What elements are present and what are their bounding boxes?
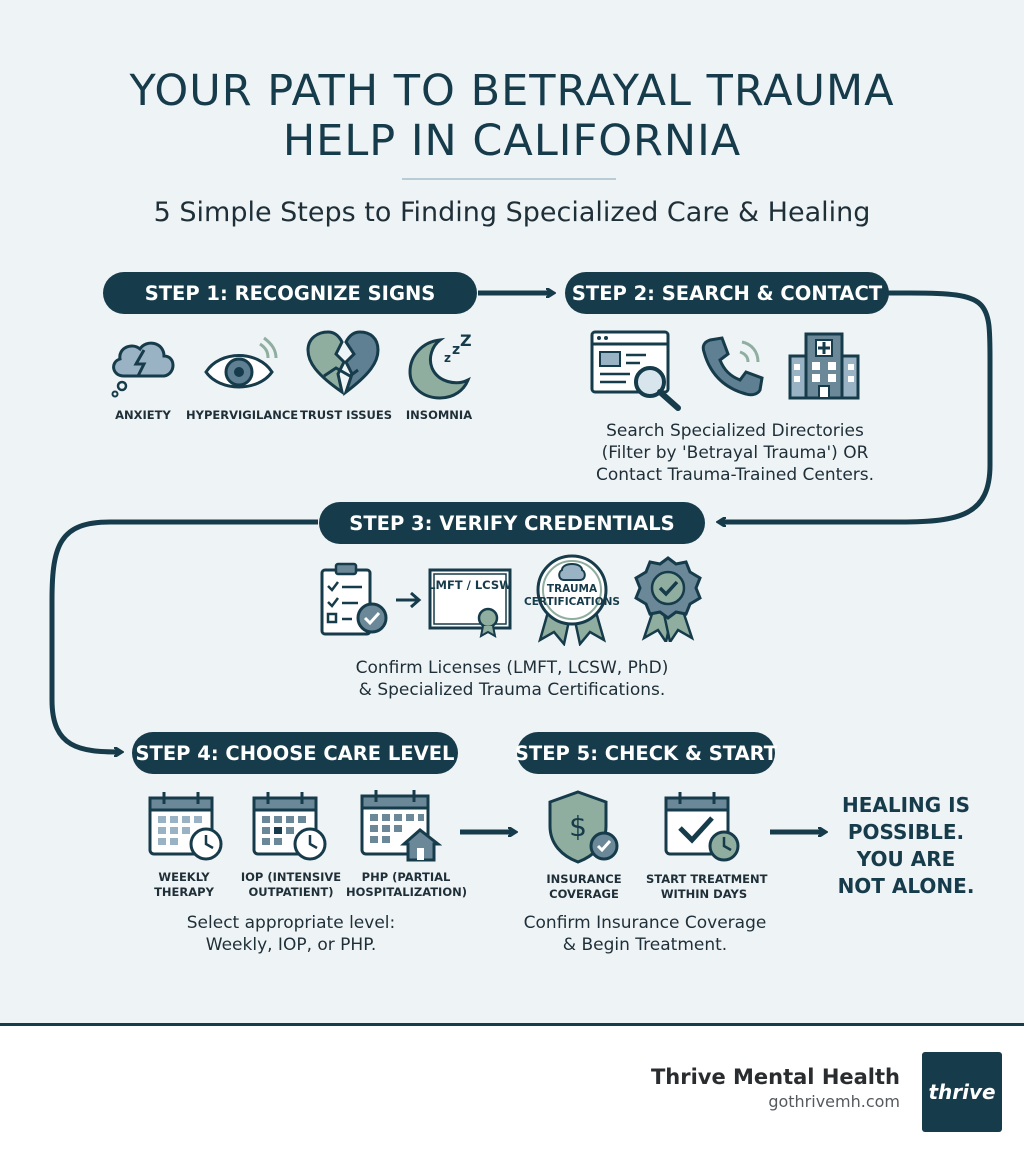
calendar-clock-icon-weekly [148,792,223,861]
icon-label-anxiety: ANXIETY [115,408,171,422]
tagline-line-4: NOT ALONE. [837,874,975,898]
icon-label-php: PHP (PARTIAL HOSPITALIZATION) [346,870,467,900]
thrive-logo: thrive [922,1052,1002,1132]
page-title-line-1: YOUR PATH TO BETRAYAL TRAUMA [129,66,895,116]
icon-label-weekly-therapy: WEEKLY THERAPY [136,870,232,900]
calendar-clock-icon-iop [252,792,327,861]
trauma-certification-text: TRAUMA CERTIFICATIONS [523,583,620,608]
trauma-certification-badge-icon: TRAUMA CERTIFICATIONS [518,552,626,646]
icon-label-insurance-line-2: COVERAGE [549,887,619,901]
arrow-right-icon [396,591,422,609]
brand-url[interactable]: gothrivemh.com [768,1092,900,1111]
step-5-pill: STEP 5: CHECK & START [515,732,777,774]
tagline-line-2: POSSIBLE. [847,820,965,844]
step-5-description-line-2: & Begin Treatment. [562,935,728,955]
insurance-shield-icon: $ [548,790,619,864]
icon-label-start-treatment-line-2: WITHIN DAYS [660,887,748,901]
tagline-line-3: YOU ARE [856,847,956,871]
arrow-step2-to-step3 [720,290,993,522]
step-5-description: Confirm Insurance Coverage & Begin Treat… [510,912,780,956]
brand-name: Thrive Mental Health [650,1065,900,1089]
thrive-logo-text: thrive [928,1080,996,1104]
icon-label-start-treatment-line-1: START TREATMENT [646,872,768,886]
step-5-description-line-1: Confirm Insurance Coverage [523,913,767,933]
page-title-line-2: HELP IN CALIFORNIA [282,116,742,166]
icon-label-insurance-coverage: INSURANCE COVERAGE [534,872,634,902]
svg-text:z: z [444,351,451,365]
icon-label-iop-line-1: IOP (INTENSIVE [240,870,342,884]
icon-label-weekly-therapy-line-2: THERAPY [154,885,214,899]
step-2-description-line-3: Contact Trauma-Trained Centers. [595,465,875,485]
step-4-description-line-1: Select appropriate level: [186,913,396,933]
anxiety-cloud-icon [111,341,175,398]
icon-label-php-line-2: HOSPITALIZATION) [346,885,467,899]
broken-heart-handshake-icon [306,330,380,397]
tagline-line-1: HEALING IS [841,793,971,817]
svg-text:z: z [452,342,460,358]
footer [0,1026,1024,1154]
page-subtitle: 5 Simple Steps to Finding Specialized Ca… [153,197,871,228]
step-3-description-line-2: & Specialized Trauma Certifications. [358,680,666,700]
step-4-description-line-2: Weekly, IOP, or PHP. [205,935,377,955]
calendar-home-icon-php [360,790,442,862]
step-2-description-line-1: Search Specialized Directories [606,421,864,441]
svg-text:Z: Z [460,332,472,350]
license-certificate-icon: LMFT / LCSW [428,568,512,638]
directory-search-icon [590,330,681,411]
icon-label-insurance-line-1: INSURANCE [546,872,622,886]
icon-label-insomnia: INSOMNIA [405,408,473,422]
checklist-icon [320,562,388,636]
phone-icon [701,336,764,397]
arrow-step3-to-step4 [49,519,318,752]
verified-ribbon-icon [634,556,702,642]
icon-label-weekly-therapy-line-1: WEEKLY [158,870,210,884]
step-2-pill: STEP 2: SEARCH & CONTACT [565,272,889,314]
step-3-description-line-1: Confirm Licenses (LMFT, LCSW, PhD) [355,658,669,678]
icon-label-trust-issues: TRUST ISSUES [300,408,392,422]
eye-icon [204,336,278,389]
step-1-pill: STEP 1: RECOGNIZE SIGNS [103,272,477,314]
calendar-check-icon [664,792,740,862]
step-2-description-line-2: (Filter by 'Betrayal Trauma') OR [601,443,869,463]
step-2-description: Search Specialized Directories (Filter b… [560,420,910,486]
step-4-description: Select appropriate level: Weekly, IOP, o… [146,912,436,956]
moon-icon: z z Z [408,332,472,400]
healing-tagline: HEALING IS POSSIBLE. YOU ARE NOT ALONE. [826,792,986,900]
step-4-pill: STEP 4: CHOOSE CARE LEVEL [132,732,458,774]
footer-divider [0,1023,1024,1026]
icon-label-hypervigilance: HYPERVIGILANCE [186,408,299,422]
title-divider [402,178,616,180]
hospital-icon [788,332,860,400]
icon-label-php-line-1: PHP (PARTIAL [361,870,451,884]
step-3-pill: STEP 3: VERIFY CREDENTIALS [319,502,705,544]
icon-label-iop: IOP (INTENSIVE OUTPATIENT) [236,870,346,900]
icon-label-iop-line-2: OUTPATIENT) [248,885,334,899]
flow-arrows [49,0,993,1020]
icon-label-start-treatment: START TREATMENT WITHIN DAYS [646,872,768,902]
svg-text:$: $ [569,810,587,843]
step-3-description: Confirm Licenses (LMFT, LCSW, PhD) & Spe… [312,657,712,701]
license-certificate-text: LMFT / LCSW [428,578,512,592]
